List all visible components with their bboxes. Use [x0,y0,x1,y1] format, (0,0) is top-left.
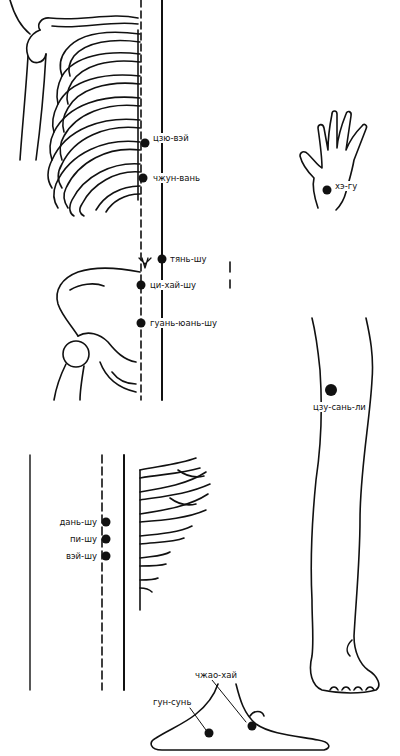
meridian-line [161,0,163,400]
point-label: чжао-хай [194,670,238,680]
body-contour [229,280,231,288]
foot-outline [151,680,329,750]
body-contour [229,262,231,272]
meridian-line [123,455,125,690]
point-label: гуань-юань-шу [149,318,218,328]
point-label: ци-хай-шу [149,280,197,290]
point-label: вэй-шу [65,551,98,561]
leg-outline [310,318,378,693]
point-label: цзю-вэй [152,133,190,143]
navel-symbol [139,258,151,268]
acupoint-dots [102,139,338,738]
hand-outline [300,111,367,210]
point-label: хэ-гу [334,181,358,191]
point-label: чжун-вань [152,173,201,183]
ribcage [48,30,140,216]
point-label: цзу-сань-ли [312,402,367,412]
midline [101,455,103,690]
pelvis [54,268,140,400]
back-ribs [140,458,210,610]
body-contour [29,455,30,690]
point-label: пи-шу [69,534,98,544]
midline [140,0,142,400]
point-label: гун-сунь [152,697,192,707]
point-label: тянь-шу [169,254,208,264]
point-label: дань-шу [58,517,98,527]
